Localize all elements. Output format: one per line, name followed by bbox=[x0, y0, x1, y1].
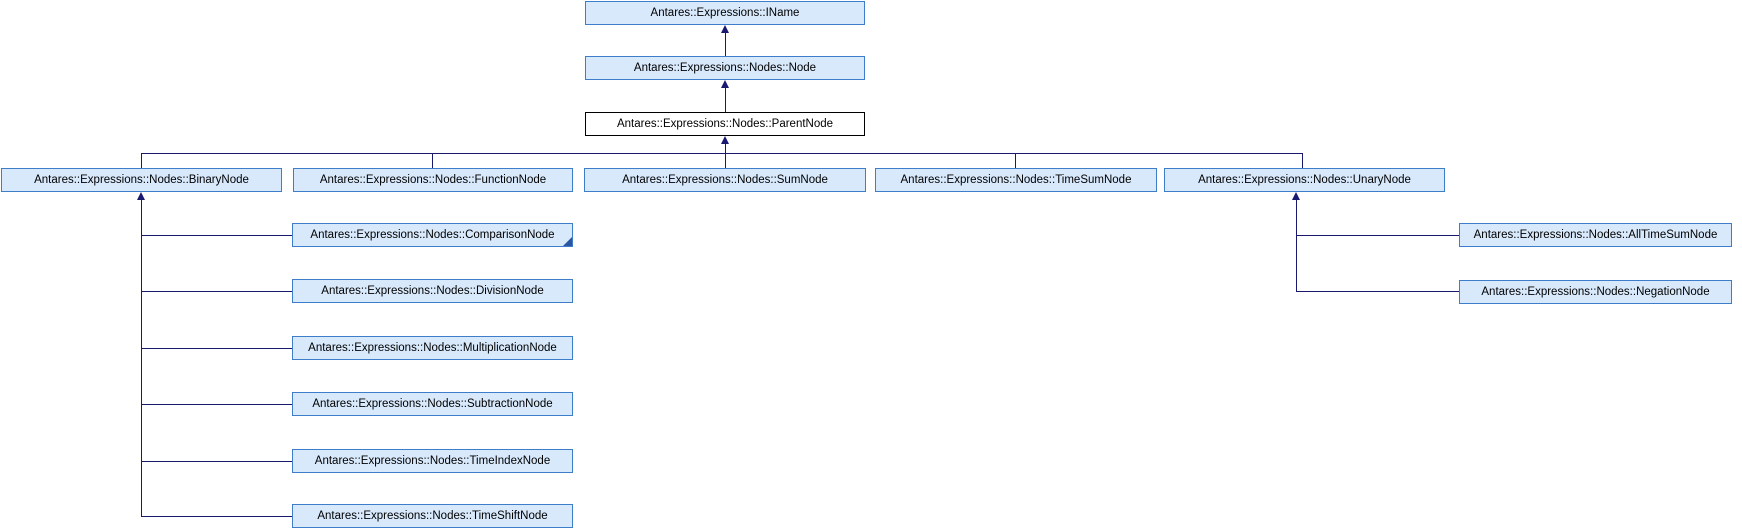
edge-trunk-binarynode-children bbox=[141, 198, 142, 517]
edge-branch-multiplicationnode bbox=[141, 348, 292, 349]
class-node-timesumnode[interactable]: Antares::Expressions::Nodes::TimeSumNode bbox=[875, 168, 1157, 192]
class-node-iname[interactable]: Antares::Expressions::IName bbox=[585, 1, 865, 25]
edge-branch-negationnode bbox=[1296, 291, 1459, 292]
arrowhead-up-icon bbox=[721, 136, 729, 144]
class-node-node[interactable]: Antares::Expressions::Nodes::Node bbox=[585, 56, 865, 80]
class-node-comparisonnode[interactable]: Antares::Expressions::Nodes::ComparisonN… bbox=[292, 223, 573, 247]
class-node-functionnode[interactable]: Antares::Expressions::Nodes::FunctionNod… bbox=[293, 168, 573, 192]
class-node-negationnode[interactable]: Antares::Expressions::Nodes::NegationNod… bbox=[1459, 280, 1732, 304]
edge-node-to-iname bbox=[725, 31, 726, 56]
edge-parentnode-to-node bbox=[725, 86, 726, 112]
edge-branch-timeshiftnode bbox=[141, 516, 292, 517]
class-node-timeindexnode[interactable]: Antares::Expressions::Nodes::TimeIndexNo… bbox=[292, 449, 573, 473]
edge-branch-subtractionnode bbox=[141, 404, 292, 405]
class-node-multiplicationnode[interactable]: Antares::Expressions::Nodes::Multiplicat… bbox=[292, 336, 573, 360]
class-node-sumnode[interactable]: Antares::Expressions::Nodes::SumNode bbox=[584, 168, 866, 192]
class-node-unarynode[interactable]: Antares::Expressions::Nodes::UnaryNode bbox=[1164, 168, 1445, 192]
class-node-label: Antares::Expressions::Nodes::ComparisonN… bbox=[310, 229, 555, 241]
arrowhead-up-icon bbox=[137, 192, 145, 200]
arrowhead-up-icon bbox=[721, 25, 729, 33]
edge-stub-timesumnode bbox=[1015, 153, 1016, 168]
arrowhead-up-icon bbox=[1292, 192, 1300, 200]
edge-branch-comparisonnode bbox=[141, 235, 292, 236]
edge-trunk-unarynode-children bbox=[1296, 198, 1297, 292]
class-node-binarynode[interactable]: Antares::Expressions::Nodes::BinaryNode bbox=[1, 168, 282, 192]
edge-branch-timeindexnode bbox=[141, 461, 292, 462]
edge-rail-children-of-parentnode bbox=[141, 153, 1303, 154]
edge-stub-functionnode bbox=[432, 153, 433, 168]
edge-sumnode-to-parentnode bbox=[725, 142, 726, 168]
class-node-alltimesumnode[interactable]: Antares::Expressions::Nodes::AllTimeSumN… bbox=[1459, 223, 1732, 247]
edge-stub-binarynode bbox=[141, 153, 142, 168]
class-node-parentnode-current: Antares::Expressions::Nodes::ParentNode bbox=[585, 112, 865, 136]
edge-branch-divisionnode bbox=[141, 291, 292, 292]
edge-stub-unarynode bbox=[1302, 153, 1303, 168]
hidden-subclasses-fold-corner-icon bbox=[563, 237, 572, 246]
class-node-timeshiftnode[interactable]: Antares::Expressions::Nodes::TimeShiftNo… bbox=[292, 504, 573, 528]
class-node-divisionnode[interactable]: Antares::Expressions::Nodes::DivisionNod… bbox=[292, 279, 573, 303]
edge-branch-alltimesumnode bbox=[1296, 235, 1459, 236]
arrowhead-up-icon bbox=[721, 80, 729, 88]
class-node-subtractionnode[interactable]: Antares::Expressions::Nodes::Subtraction… bbox=[292, 392, 573, 416]
